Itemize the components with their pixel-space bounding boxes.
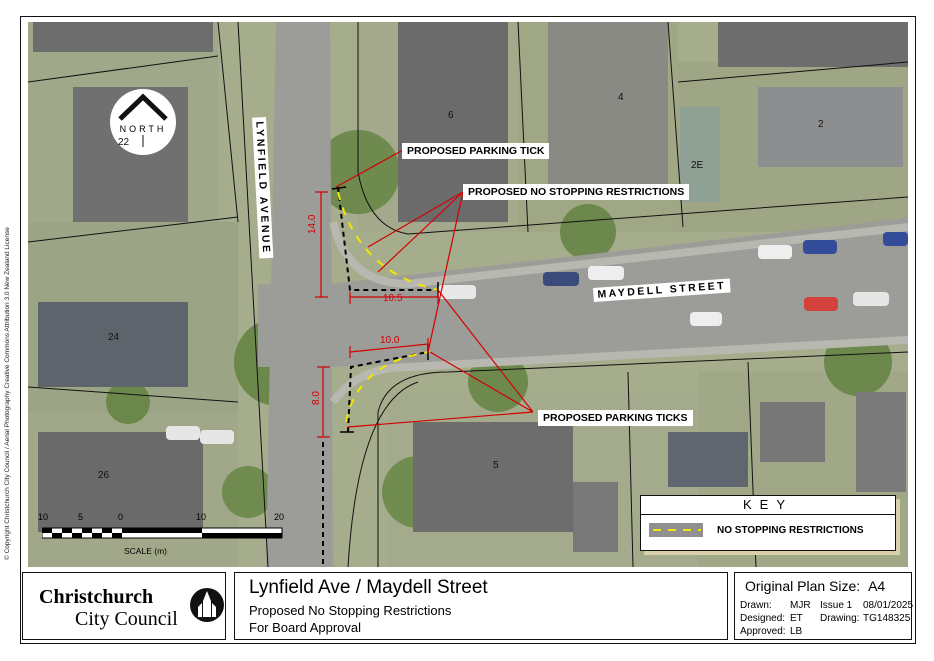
designed-label: Designed:: [740, 613, 786, 624]
plan-size-value: A4: [868, 578, 886, 594]
car: [853, 292, 889, 306]
scale-tick-label: 20: [274, 512, 285, 522]
property-boundaries: [28, 22, 908, 567]
callout-parking-ticks: PROPOSED PARKING TICKS: [538, 410, 693, 426]
scale-caption: SCALE (m): [124, 546, 167, 556]
no-stopping-swatch: [649, 523, 703, 537]
plan-subtitle: Proposed No Stopping Restrictions: [249, 603, 452, 618]
car: [543, 272, 579, 286]
drawing-info-block: Original Plan Size: A4 Drawn: MJR Issue …: [734, 572, 914, 640]
car: [803, 240, 837, 254]
roof: [668, 432, 748, 487]
callout-parking-tick: PROPOSED PARKING TICK: [402, 143, 550, 159]
aerial-map: NORTH LYNFIELD AVENUE MAYDELL STREET 22 …: [28, 22, 908, 567]
drawing-label: Drawing:: [820, 613, 860, 624]
car: [883, 232, 908, 246]
roof: [856, 392, 906, 492]
issue-value: Issue 1: [820, 600, 853, 611]
roof: [760, 402, 825, 462]
roof: [718, 22, 908, 67]
scale-tick-label: 10: [38, 512, 49, 522]
intersection: [258, 284, 330, 367]
title-block: Lynfield Ave / Maydell Street Proposed N…: [234, 572, 728, 640]
car: [438, 285, 476, 299]
dimension-label: 14.0: [307, 214, 318, 234]
roof-26: [38, 432, 203, 532]
house-number: 24: [108, 332, 120, 343]
map-key: KEY NO STOPPING RESTRICTIONS: [640, 495, 896, 551]
roof-5: [413, 422, 573, 532]
car: [690, 312, 722, 326]
roof: [573, 482, 618, 552]
key-title: KEY: [641, 496, 895, 515]
plan-size-label: Original Plan Size:: [745, 578, 861, 594]
car: [804, 297, 838, 311]
footpath-north: [329, 221, 908, 289]
house-number: 4: [618, 92, 624, 103]
council-name-line1: Christchurch: [39, 586, 154, 608]
dimension-lines: [315, 191, 439, 438]
scale-bar-graphic: [42, 527, 283, 539]
plan-title: Lynfield Ave / Maydell Street: [249, 577, 488, 598]
dimension-label: 10.0: [380, 335, 400, 346]
scale-tick-label: 0: [118, 512, 124, 522]
designed-value: ET: [790, 613, 803, 624]
drawn-label: Drawn:: [740, 600, 772, 611]
house-number: 5: [493, 460, 499, 471]
drawn-value: MJR: [790, 600, 811, 611]
key-item-label: NO STOPPING RESTRICTIONS: [717, 525, 864, 536]
scale-tick-label: 10: [196, 512, 207, 522]
north-label: NORTH: [119, 124, 167, 134]
tree: [106, 380, 150, 424]
no-stopping-markings: [322, 186, 439, 567]
plan-size-row: Original Plan Size: A4: [745, 578, 885, 594]
tree: [560, 204, 616, 260]
house-number: 2E: [691, 160, 704, 171]
tree: [468, 352, 528, 412]
approved-value: LB: [790, 626, 803, 637]
tree: [222, 466, 274, 518]
north-arrow-icon: [118, 93, 168, 147]
key-row: NO STOPPING RESTRICTIONS: [649, 523, 889, 539]
scale-bar: 10 5 0 10 20 SCALE (m): [38, 512, 288, 562]
car: [166, 426, 200, 440]
footpath-south: [329, 336, 908, 405]
house-number: 22: [118, 137, 130, 148]
date-value: 08/01/2025: [863, 600, 914, 611]
cathedral-icon: [190, 588, 224, 622]
house-number: 2: [818, 119, 824, 130]
house-number: 6: [448, 110, 454, 121]
council-logo-box: Christchurch City Council: [22, 572, 226, 640]
house-number: 26: [98, 470, 110, 481]
drawing-value: TG148325: [863, 613, 911, 624]
car: [588, 266, 624, 280]
roof-2: [758, 87, 903, 167]
roof-24: [38, 302, 188, 387]
dimension-label: 8.0: [311, 391, 322, 405]
approved-label: Approved:: [740, 626, 786, 637]
copyright-notice: © Copyright Christchurch City Council / …: [4, 227, 11, 560]
callout-no-stopping: PROPOSED NO STOPPING RESTRICTIONS: [463, 184, 690, 200]
roof-4: [548, 22, 668, 192]
plan-frame: [20, 16, 916, 644]
roof: [33, 22, 213, 52]
dimension-label: 10.5: [383, 293, 403, 304]
council-name-line2: City Council: [75, 608, 178, 630]
car: [758, 245, 792, 259]
plan-purpose: For Board Approval: [249, 620, 362, 635]
callout-leaders: [335, 149, 534, 428]
car: [200, 430, 234, 444]
scale-tick-label: 5: [78, 512, 84, 522]
north-arrow: NORTH: [110, 89, 176, 155]
